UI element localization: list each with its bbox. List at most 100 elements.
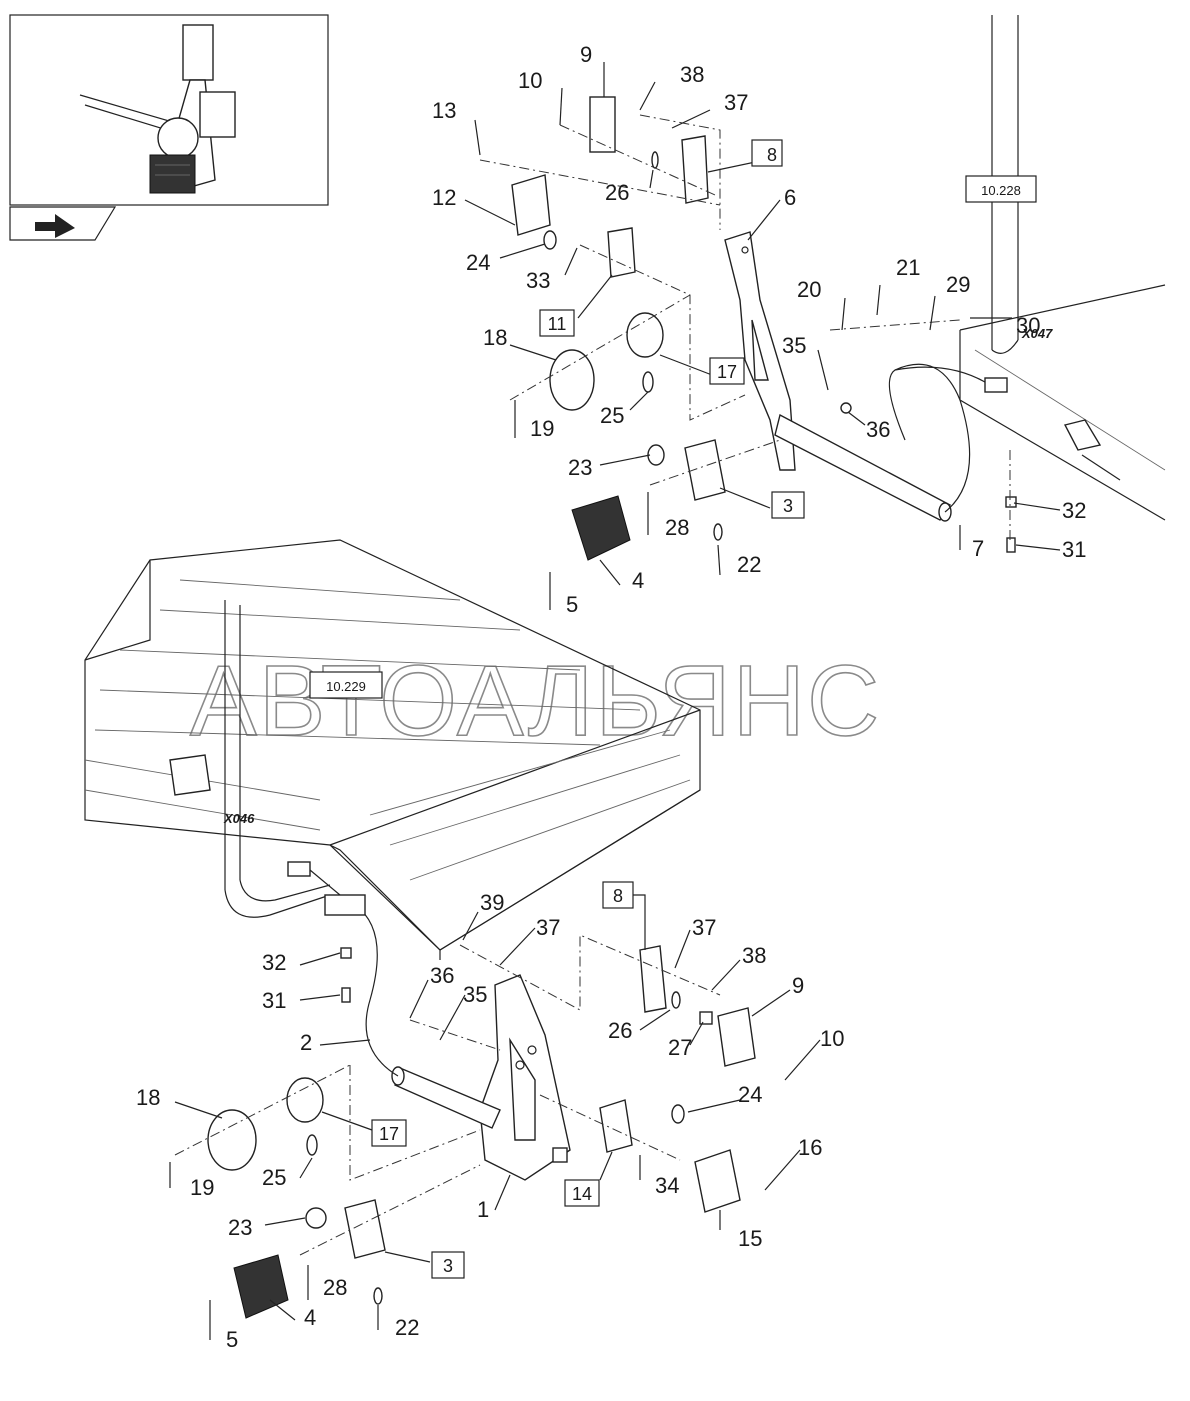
ref-box-10-229[interactable]: 10.229 — [309, 671, 383, 699]
ref-box-10-228[interactable]: 10.228 — [965, 175, 1037, 203]
callout-upper-35: 35 — [782, 333, 806, 358]
callout-lower-18: 18 — [136, 1085, 160, 1110]
callout-lower-23: 23 — [228, 1215, 252, 1240]
callout-upper-33: 33 — [526, 268, 550, 293]
callout-lower-3: 3 — [443, 1256, 453, 1276]
callout-lower-5: 5 — [226, 1327, 238, 1352]
upper-plate-11 — [607, 227, 636, 278]
callout-lower-4: 4 — [304, 1305, 316, 1330]
lower-washer-32 — [340, 947, 352, 959]
callout-box-lower-17[interactable] — [371, 1119, 407, 1147]
callout-lower-35: 35 — [463, 982, 487, 1007]
callout-upper-13: 13 — [432, 98, 456, 123]
callout-box-upper-17[interactable] — [709, 357, 745, 385]
callout-upper-37: 37 — [724, 90, 748, 115]
upper-cover-9 — [589, 96, 616, 153]
watermark-text: АВТОАЛЬЯНС — [190, 645, 881, 757]
upper-lamp-18 — [549, 349, 595, 411]
lower-tube — [391, 1066, 501, 1129]
upper-bracket-6 — [724, 231, 796, 471]
lower-bulb-24 — [671, 1104, 685, 1124]
upper-bulb-25 — [642, 371, 654, 393]
upper-lamp-4 — [571, 495, 631, 561]
callout-upper-20: 20 — [797, 277, 821, 302]
callout-lower-31: 31 — [262, 988, 286, 1013]
lower-cover-9 — [717, 1007, 756, 1067]
callout-lower-17: 17 — [379, 1124, 399, 1144]
callout-lower-37a: 37 — [536, 915, 560, 940]
callout-upper-30: 30 — [1016, 313, 1040, 338]
platform-grating — [84, 539, 701, 960]
callout-box-lower-3[interactable] — [431, 1251, 465, 1279]
callout-upper-25: 25 — [600, 403, 624, 428]
upper-bulb-24 — [543, 230, 557, 250]
callout-lower-1: 1 — [477, 1197, 489, 1222]
upper-connector-plug — [984, 377, 1008, 393]
callout-lower-32: 32 — [262, 950, 286, 975]
right-body-panel — [959, 284, 1166, 521]
callout-lower-25: 25 — [262, 1165, 286, 1190]
upper-bulb-22 — [713, 523, 723, 541]
go-to-arrow-button[interactable] — [9, 206, 117, 241]
callout-upper-3: 3 — [783, 496, 793, 516]
callout-box-upper-3[interactable] — [771, 491, 805, 519]
lower-housing-17 — [286, 1077, 324, 1123]
callout-upper-6: 6 — [784, 185, 796, 210]
connector-x046-label: X046 — [223, 811, 255, 826]
callout-upper-7: 7 — [972, 536, 984, 561]
lower-bolt-31 — [341, 987, 351, 1003]
svg-text:10.229: 10.229 — [326, 679, 366, 694]
callout-upper-32: 32 — [1062, 498, 1086, 523]
upper-box-12 — [511, 174, 551, 236]
callout-box-upper-8[interactable] — [751, 139, 783, 167]
callout-lower-36: 36 — [430, 963, 454, 988]
callout-upper-4: 4 — [632, 568, 644, 593]
callout-upper-36: 36 — [866, 417, 890, 442]
callout-upper-19: 19 — [530, 416, 554, 441]
callout-box-upper-11[interactable] — [539, 309, 575, 337]
callout-lower-27: 27 — [668, 1035, 692, 1060]
callout-box-lower-8[interactable] — [602, 881, 634, 909]
callout-lower-15: 15 — [738, 1226, 762, 1251]
callout-lower-8: 8 — [613, 886, 623, 906]
callout-lower-10: 10 — [820, 1026, 844, 1051]
lower-bulb-25 — [306, 1134, 318, 1156]
callout-upper-9: 9 — [580, 42, 592, 67]
callout-lower-16: 16 — [798, 1135, 822, 1160]
callout-box-lower-14[interactable] — [564, 1179, 600, 1207]
callout-upper-26: 26 — [605, 180, 629, 205]
callout-lower-9: 9 — [792, 973, 804, 998]
callout-upper-31: 31 — [1062, 537, 1086, 562]
callout-lower-19: 19 — [190, 1175, 214, 1200]
callout-lower-37b: 37 — [692, 915, 716, 940]
callout-lower-38: 38 — [742, 943, 766, 968]
upper-tube-7 — [774, 413, 952, 522]
callout-lower-14: 14 — [572, 1184, 592, 1204]
upper-socket-3 — [684, 439, 726, 501]
callout-lower-2: 2 — [300, 1030, 312, 1055]
callout-upper-17: 17 — [717, 362, 737, 382]
lower-socket-14 — [599, 1099, 633, 1153]
upper-washer-32 — [1005, 496, 1017, 508]
upper-housing-17 — [626, 312, 664, 358]
lower-cable-sleeve — [324, 894, 366, 916]
lower-lamp-4 — [233, 1254, 289, 1319]
callout-lower-28: 28 — [323, 1275, 347, 1300]
lower-part-27 — [699, 1011, 713, 1025]
callout-upper-10: 10 — [518, 68, 542, 93]
lower-plate-8 — [639, 945, 667, 1013]
upper-cable — [888, 363, 971, 513]
lower-bulb-26 — [671, 991, 681, 1009]
lower-bracket-1 — [479, 974, 571, 1181]
callout-upper-12: 12 — [432, 185, 456, 210]
callout-lower-34: 34 — [655, 1173, 679, 1198]
upper-nut-36 — [840, 402, 852, 414]
svg-text:10.228: 10.228 — [981, 183, 1021, 198]
lower-lamp-18 — [207, 1109, 257, 1171]
lower-cable — [354, 904, 399, 1077]
callout-upper-38: 38 — [680, 62, 704, 87]
callout-upper-11: 11 — [548, 314, 567, 334]
callout-lower-22: 22 — [395, 1315, 419, 1340]
callout-upper-23: 23 — [568, 455, 592, 480]
